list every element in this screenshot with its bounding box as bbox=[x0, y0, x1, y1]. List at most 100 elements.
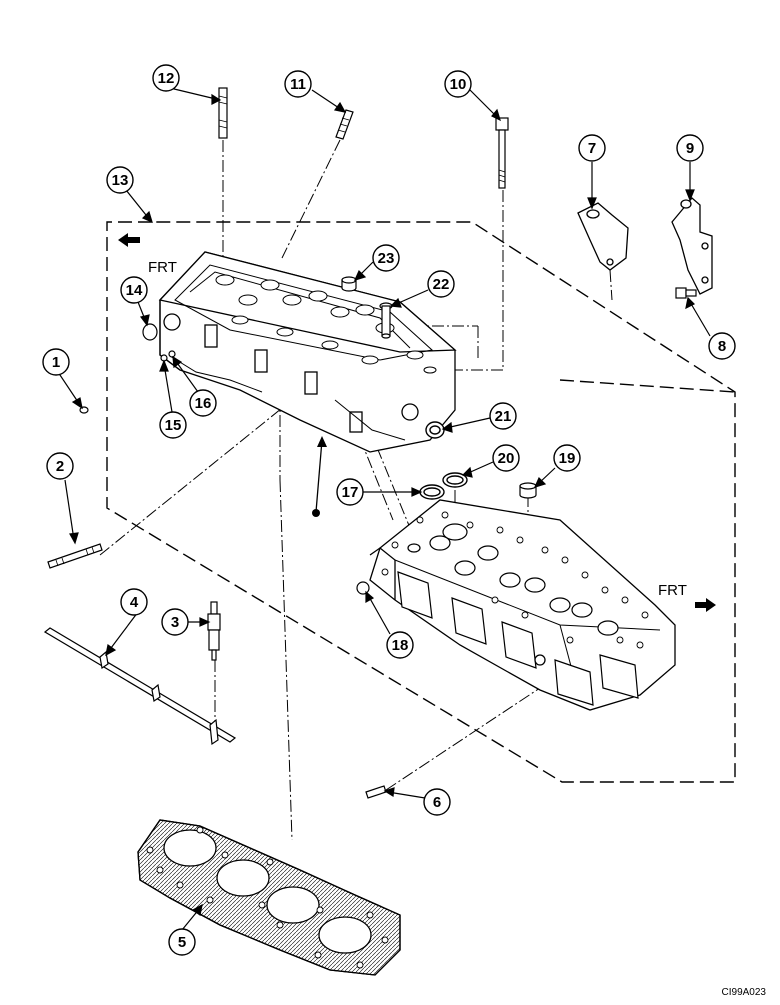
callout-circle bbox=[336, 478, 364, 506]
part-18-plug bbox=[356, 581, 370, 595]
callout-circle bbox=[553, 444, 581, 472]
callout-label: 22 bbox=[433, 276, 450, 293]
callout-circle bbox=[427, 270, 455, 298]
figure-code: CI99A023 bbox=[721, 987, 766, 998]
frt-arrow-top: FRT bbox=[118, 233, 177, 276]
callout-label: 4 bbox=[130, 594, 139, 611]
part-23-plug bbox=[341, 276, 357, 292]
callout-12: 12 bbox=[152, 64, 180, 92]
callout-9: 9 bbox=[676, 134, 704, 162]
callout-22: 22 bbox=[427, 270, 455, 298]
part-6-stud bbox=[365, 785, 387, 799]
callout-label: 9 bbox=[686, 140, 694, 157]
callout-circle bbox=[120, 276, 148, 304]
callout-label: 1 bbox=[52, 354, 60, 371]
reference-connector bbox=[312, 436, 327, 517]
callout-circle bbox=[676, 134, 704, 162]
callout-circle bbox=[423, 788, 451, 816]
callout-label: 10 bbox=[450, 76, 467, 93]
callout-circle bbox=[106, 166, 134, 194]
part-10-bolt bbox=[495, 117, 509, 189]
callout-4: 4 bbox=[120, 588, 148, 616]
callout-16: 16 bbox=[189, 389, 217, 417]
callout-18: 18 bbox=[386, 631, 414, 659]
frt-label-top: FRT bbox=[148, 259, 177, 276]
assembly-outline-dashed bbox=[106, 221, 736, 783]
callout-10: 10 bbox=[444, 70, 472, 98]
callout-circle bbox=[161, 608, 189, 636]
callout-19: 19 bbox=[553, 444, 581, 472]
part-22-sleeve bbox=[379, 302, 393, 339]
callout-2: 2 bbox=[46, 452, 74, 480]
callout-3: 3 bbox=[161, 608, 189, 636]
part-19-plug bbox=[519, 482, 537, 499]
callout-label: 23 bbox=[378, 250, 395, 267]
callout-5: 5 bbox=[168, 928, 196, 956]
callout-label: 13 bbox=[112, 172, 129, 189]
part-3-glow-plug bbox=[207, 601, 221, 661]
callout-17: 17 bbox=[336, 478, 364, 506]
callout-label: 2 bbox=[56, 458, 64, 475]
callout-circle bbox=[284, 70, 312, 98]
part-5-head-gasket bbox=[137, 819, 401, 976]
callout-1: 1 bbox=[42, 348, 70, 376]
callout-label: 7 bbox=[588, 140, 596, 157]
callout-circle bbox=[46, 452, 74, 480]
callout-circle bbox=[444, 70, 472, 98]
callout-circle bbox=[708, 332, 736, 360]
callout-11: 11 bbox=[284, 70, 312, 98]
callout-circle bbox=[489, 402, 517, 430]
callout-14: 14 bbox=[120, 276, 148, 304]
callout-label: 12 bbox=[158, 70, 175, 87]
callout-label: 16 bbox=[195, 395, 212, 412]
callout-circle bbox=[152, 64, 180, 92]
callout-label: 21 bbox=[495, 408, 512, 425]
part-2-stud bbox=[47, 543, 103, 569]
callout-13: 13 bbox=[106, 166, 134, 194]
callout-label: 17 bbox=[342, 484, 359, 501]
callout-23: 23 bbox=[372, 244, 400, 272]
callout-circle bbox=[189, 389, 217, 417]
callout-6: 6 bbox=[423, 788, 451, 816]
callout-leaders bbox=[57, 87, 711, 931]
callout-label: 8 bbox=[718, 338, 726, 355]
callout-circle bbox=[372, 244, 400, 272]
callout-circle bbox=[168, 928, 196, 956]
callout-label: 15 bbox=[165, 417, 182, 434]
callout-label: 5 bbox=[178, 934, 186, 951]
callout-circle bbox=[492, 444, 520, 472]
callout-label: 18 bbox=[392, 637, 409, 654]
callout-circle bbox=[386, 631, 414, 659]
callout-21: 21 bbox=[489, 402, 517, 430]
part-9-bracket bbox=[671, 197, 713, 295]
cylinder-head-upper bbox=[158, 251, 457, 453]
callout-label: 19 bbox=[559, 450, 576, 467]
frt-arrow-bottom: FRT bbox=[658, 582, 716, 612]
part-14-plug bbox=[142, 323, 158, 341]
callout-15: 15 bbox=[159, 411, 187, 439]
callout-8: 8 bbox=[708, 332, 736, 360]
part-12-stud bbox=[218, 87, 228, 139]
callout-circle bbox=[120, 588, 148, 616]
callout-label: 3 bbox=[171, 614, 179, 631]
parts-15-16-orings bbox=[160, 350, 176, 362]
callout-label: 14 bbox=[126, 282, 143, 299]
part-8-bolt bbox=[675, 287, 697, 299]
callout-circle bbox=[159, 411, 187, 439]
part-17-ring bbox=[419, 484, 445, 500]
part-4-strip bbox=[43, 627, 237, 746]
callout-circle bbox=[42, 348, 70, 376]
callout-7: 7 bbox=[578, 134, 606, 162]
callout-label: 20 bbox=[498, 450, 515, 467]
callout-circle bbox=[578, 134, 606, 162]
part-7-bracket bbox=[577, 202, 629, 271]
callout-label: 11 bbox=[290, 76, 306, 93]
part-20-ring bbox=[442, 472, 468, 488]
frt-label-bottom: FRT bbox=[658, 582, 687, 599]
part-11-stud bbox=[335, 109, 354, 140]
part-21-seal bbox=[425, 421, 445, 439]
cylinder-head-lower bbox=[369, 499, 676, 711]
